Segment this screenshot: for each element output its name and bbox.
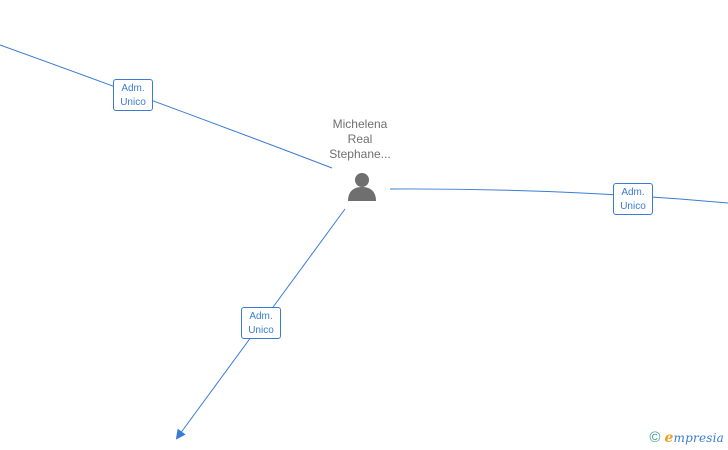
edge-line-top-left [0,44,333,169]
edge-role-label-bottom-left[interactable]: Adm. Unico [241,307,281,339]
person-name-line-1: Michelena [332,117,388,131]
role-line-1: Adm. [621,187,645,198]
brand-logo[interactable]: empresia [664,430,724,446]
role-line-2: Unico [248,325,274,336]
copyright-icon: © [649,429,661,446]
edge-role-label-right[interactable]: Adm. Unico [613,183,653,215]
role-line-1: Adm. [121,83,145,94]
footer-brand: © empresia [649,429,724,447]
edge-role-label-top-left[interactable]: Adm. Unico [113,79,153,111]
brand-initial: e [664,430,674,446]
person-name-line-2: Real [347,132,373,146]
person-node-label[interactable]: Michelena Real Stephane... [310,117,410,162]
person-icon[interactable] [346,172,378,202]
role-line-2: Unico [120,97,146,108]
person-name-line-3: Stephane... [329,147,391,161]
brand-name: mpresia [673,431,724,445]
role-line-2: Unico [620,201,646,212]
role-line-1: Adm. [249,311,273,322]
edge-line-right [389,188,728,204]
